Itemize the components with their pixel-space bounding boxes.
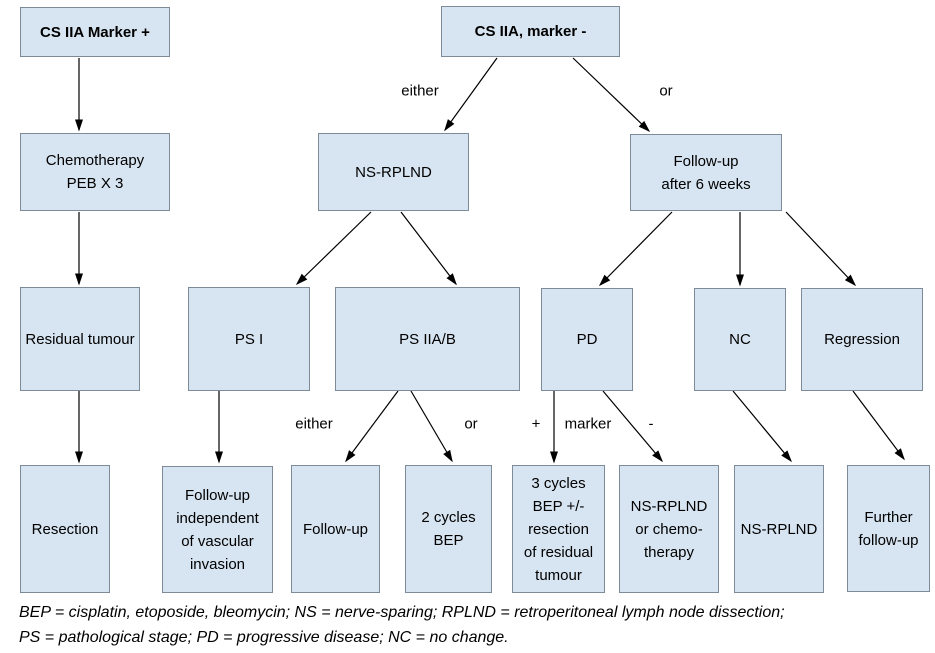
edge-label-or-mid: or — [464, 415, 478, 433]
arrow-nc-to-nsrplnd — [732, 390, 792, 463]
arrow-followup6-to-pd — [598, 211, 673, 287]
legend: BEP = cisplatin, etoposide, bleomycin; N… — [19, 600, 924, 650]
node-chemotherapy-peb: Chemotherapy PEB X 3 — [20, 133, 170, 211]
node-ns-rplnd-mid: NS-RPLND — [318, 133, 469, 211]
node-residual-tumour: Residual tumour — [20, 287, 140, 391]
node-nc: NC — [694, 288, 786, 391]
node-followup: Follow-up — [291, 465, 380, 593]
node-2-cycles-bep: 2 cycles BEP — [405, 465, 492, 593]
arrow-regression-to-further — [852, 390, 905, 461]
node-cs-iia-marker-plus: CS IIA Marker + — [20, 7, 170, 57]
node-resection: Resection — [20, 465, 110, 593]
node-regression: Regression — [801, 288, 923, 391]
arrow-nsrplnd-to-psiiab — [400, 211, 457, 286]
node-pd: PD — [541, 288, 633, 391]
edge-label-marker-word: marker — [564, 415, 612, 433]
legend-line-1: BEP = cisplatin, etoposide, bleomycin; N… — [19, 604, 785, 621]
arrow-followup6-to-regression — [785, 211, 857, 287]
edge-label-marker-minus: - — [648, 415, 654, 433]
node-3-cycles-bep: 3 cycles BEP +/- resection of residual t… — [512, 465, 605, 593]
arrow-csminus-to-followup6 — [572, 57, 651, 133]
arrow-pd-to-nsrplndchemo — [602, 390, 663, 463]
node-ps-i: PS I — [188, 287, 310, 391]
edge-label-marker-plus: + — [531, 415, 541, 433]
arrow-nsrplnd-to-psi — [295, 211, 372, 286]
legend-line-2: PS = pathological stage; PD = progressiv… — [19, 629, 509, 646]
node-cs-iia-marker-minus: CS IIA, marker - — [441, 6, 620, 57]
edge-label-either-top: either — [401, 82, 439, 100]
node-further-followup: Further follow-up — [847, 465, 930, 592]
edge-label-or-top: or — [659, 82, 673, 100]
arrow-psiiab-to-followup — [345, 390, 399, 463]
node-followup-independent: Follow-up independent of vascular invasi… — [162, 466, 273, 593]
edge-label-either-mid: either — [295, 415, 333, 433]
node-ns-rplnd-bottom: NS-RPLND — [734, 465, 824, 593]
node-ps-iiab: PS IIA/B — [335, 287, 520, 391]
node-ns-rplnd-or-chemo: NS-RPLND or chemo- therapy — [619, 465, 719, 593]
arrow-psiiab-to-2cycles — [410, 390, 453, 463]
arrow-csminus-to-nsrplnd — [444, 57, 498, 132]
node-followup-6-weeks: Follow-up after 6 weeks — [630, 134, 782, 211]
